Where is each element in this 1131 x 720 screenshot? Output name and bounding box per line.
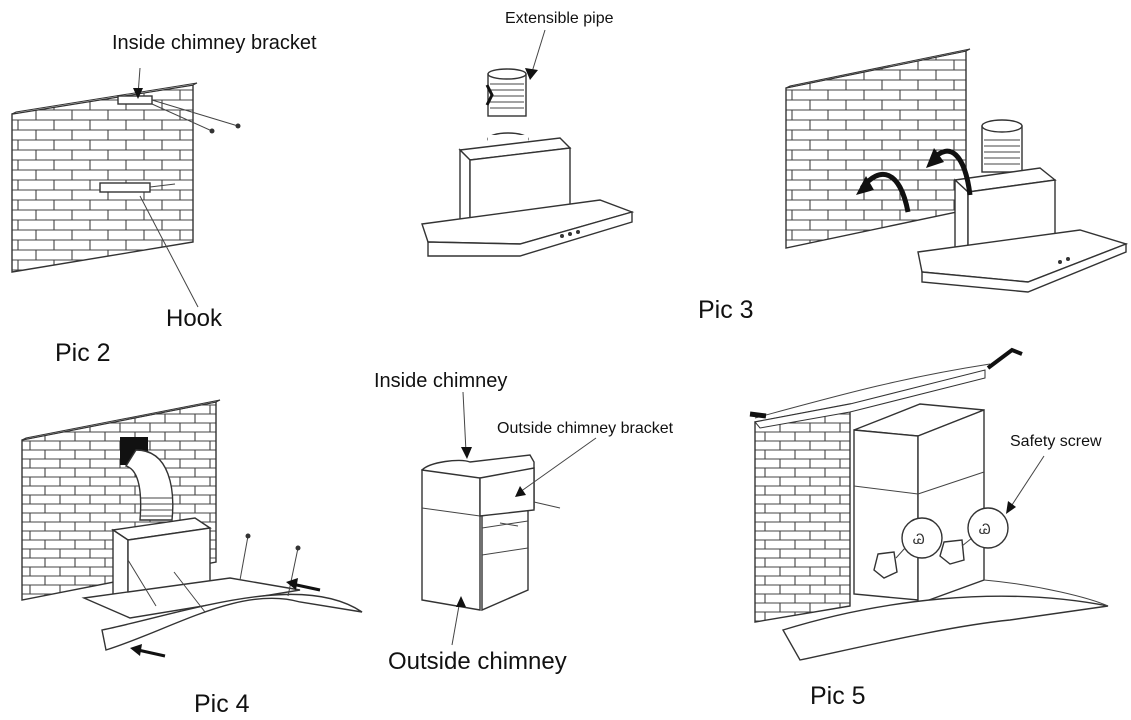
pic3-wall [785, 48, 971, 249]
pic4-arrow-right-head [286, 578, 298, 590]
outside-chimney-arrow [456, 596, 466, 607]
outside-chimney-bracket-label: Outside chimney bracket [497, 420, 674, 437]
extensible-pipe [485, 68, 527, 117]
pic4-arrow-left-shaft [137, 648, 166, 658]
pic3-arrowhead-right [926, 148, 944, 168]
pic5-caption: Pic 5 [810, 682, 866, 710]
safety-screw-arrow [1006, 501, 1016, 514]
outside-bracket-leader [519, 437, 597, 493]
chimney-assembly [420, 454, 561, 612]
pic2-wall [11, 82, 198, 273]
pic2-hook [99, 182, 199, 308]
pic5-wall [754, 363, 991, 623]
svg-text:Ꮚ: Ꮚ [979, 522, 991, 538]
outside-chimney-label: Outside chimney [388, 648, 567, 675]
pic2-bracket-arrow [133, 88, 143, 99]
svg-text:Ꮚ: Ꮚ [913, 532, 925, 548]
pic5-chimney [781, 403, 1109, 661]
pic2-hook-label: Hook [166, 305, 223, 332]
pic4-hood [81, 517, 363, 651]
outside-bracket-arrow [515, 486, 526, 497]
safety-screw-label: Safety screw [1010, 433, 1102, 450]
inside-chimney-leader [462, 391, 467, 453]
outside-chimney-leader [451, 599, 461, 646]
pic4-caption: Pic 4 [194, 690, 250, 718]
pic4-arrow-left-head [130, 644, 142, 656]
pic3-caption: Pic 3 [698, 296, 754, 324]
pic2-bracket [117, 95, 241, 134]
extensible-pipe-label: Extensible pipe [505, 10, 614, 27]
pic5-screws: Ꮚ Ꮚ [873, 507, 1009, 579]
pic4-duct [120, 437, 174, 521]
pic3-arrowhead-left [856, 176, 874, 195]
pic3-hood [917, 119, 1129, 293]
hood-center [421, 132, 635, 257]
pic5-top-screw [986, 347, 1023, 370]
inside-chimney-label: Inside chimney [374, 370, 508, 392]
pipe-leader [531, 29, 546, 73]
pic2-bracket-label: Inside chimney bracket [112, 32, 317, 54]
pipe-arrow [525, 68, 538, 80]
pic2-caption: Pic 2 [55, 339, 111, 367]
inside-chimney-arrow [461, 447, 472, 459]
pic5-left-screw [749, 411, 767, 419]
safety-screw-leader [1009, 455, 1045, 509]
